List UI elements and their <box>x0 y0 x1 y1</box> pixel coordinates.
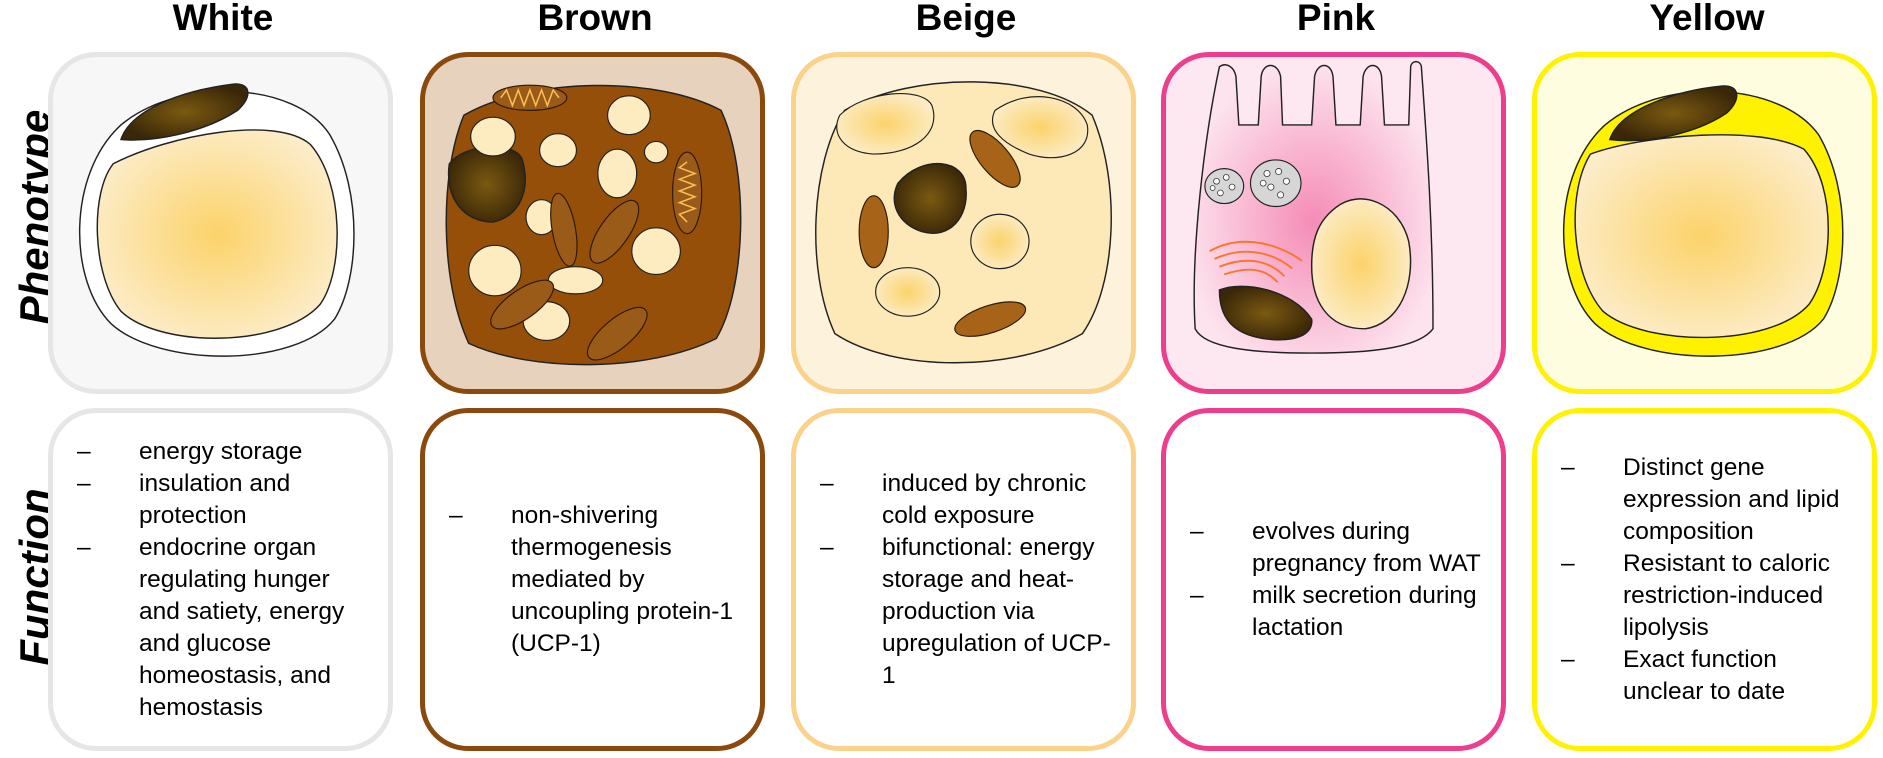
function-beige-list: –induced by chronic cold exposure –bifun… <box>820 468 1113 692</box>
list-item: –bifunctional: energy storage and heat-p… <box>820 533 1111 689</box>
beige-adipocyte-illustration <box>815 81 1112 364</box>
list-item: –endocrine organ regulating hunger and s… <box>77 533 345 721</box>
brown-adipocyte-illustration <box>445 84 742 366</box>
column-title-yellow: Yellow <box>1649 0 1765 38</box>
column-title-pink: Pink <box>1296 0 1376 38</box>
yellow-adipocyte-illustration <box>1563 85 1844 357</box>
list-item: –evolves during pregnancy from WAT <box>1190 517 1481 577</box>
column-title-brown: Brown <box>537 0 653 38</box>
column-title-white: White <box>172 0 274 38</box>
function-white-panel: –energy storage –insulation and protecti… <box>48 408 393 751</box>
list-item: –insulation and protection <box>77 469 291 529</box>
list-item: –induced by chronic cold exposure <box>820 469 1087 529</box>
list-item: –energy storage <box>77 437 303 465</box>
function-brown-panel: –non-shivering thermogenesis mediated by… <box>420 408 765 751</box>
phenotype-white-panel <box>48 52 393 394</box>
function-brown-list: –non-shivering thermogenesis mediated by… <box>449 500 742 660</box>
function-white-list: –energy storage –insulation and protecti… <box>77 436 370 724</box>
list-item: –Resistant to caloric restriction-induce… <box>1561 549 1830 641</box>
function-pink-panel: –evolves during pregnancy from WAT –milk… <box>1161 408 1506 751</box>
phenotype-beige-panel <box>791 52 1136 394</box>
function-yellow-list: –Distinct gene expression and lipid comp… <box>1561 452 1854 708</box>
phenotype-brown-panel <box>420 52 765 394</box>
function-pink-list: –evolves during pregnancy from WAT –milk… <box>1190 516 1483 644</box>
function-beige-panel: –induced by chronic cold exposure –bifun… <box>791 408 1136 751</box>
column-title-beige: Beige <box>915 0 1017 38</box>
list-item: –non-shivering thermogenesis mediated by… <box>449 501 734 657</box>
function-yellow-panel: –Distinct gene expression and lipid comp… <box>1532 408 1877 751</box>
list-item: –Exact function unclear to date <box>1561 645 1786 705</box>
list-item: –milk secretion during lactation <box>1190 581 1477 641</box>
list-item: –Distinct gene expression and lipid comp… <box>1561 453 1840 545</box>
white-adipocyte-illustration <box>79 83 355 357</box>
phenotype-pink-panel <box>1161 52 1506 394</box>
phenotype-yellow-panel <box>1532 52 1877 394</box>
pink-adipocyte-illustration <box>1193 60 1434 354</box>
